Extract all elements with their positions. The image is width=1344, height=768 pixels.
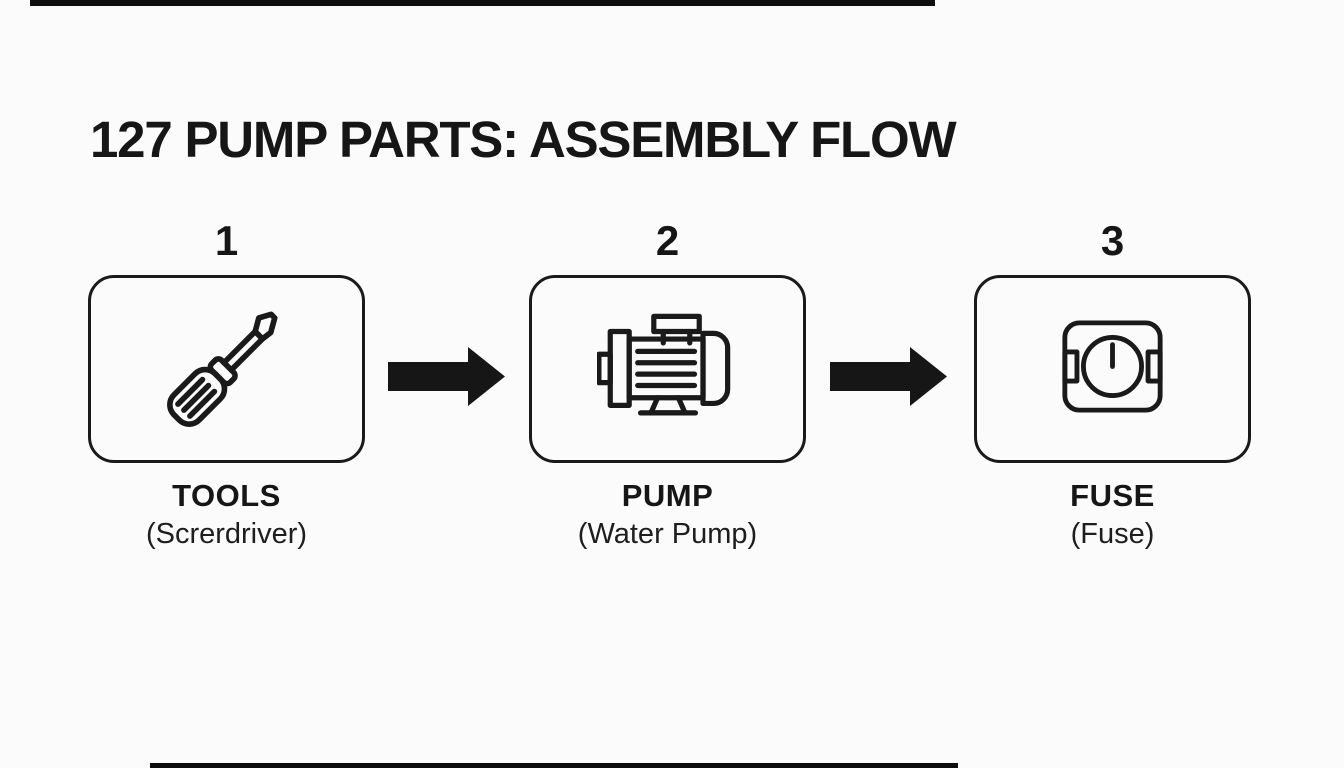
- bottom-edge-artifact: [150, 763, 958, 768]
- page-title: 127 PUMP PARTS: ASSEMBLY FLOW: [90, 111, 957, 168]
- step-number: 1: [214, 217, 239, 264]
- step-pump: 2: [529, 220, 806, 551]
- flow-arrow-2: [830, 345, 949, 413]
- step-sublabel: (Fuse): [1070, 518, 1155, 550]
- top-edge-artifact: [30, 0, 935, 6]
- step-fuse: 3 FUSE (Fuse): [974, 220, 1251, 551]
- step-label: PUMP: [621, 478, 714, 513]
- step-box-fuse: [974, 275, 1251, 463]
- step-box-tools: [88, 275, 365, 463]
- step-number: 2: [655, 217, 680, 264]
- screwdriver-icon: [152, 292, 302, 447]
- fuse-icon: [1060, 318, 1165, 420]
- step-tools: 1 TOOLS (Screrdriver): [88, 220, 365, 551]
- step-label: TOOLS: [172, 478, 281, 513]
- step-number: 3: [1100, 217, 1125, 264]
- water-pump-icon: [595, 312, 739, 427]
- step-box-pump: [529, 275, 806, 463]
- step-sublabel: (Screrdriver): [145, 518, 308, 550]
- step-label: FUSE: [1070, 478, 1155, 513]
- flow-arrow-1: [388, 345, 507, 413]
- step-sublabel: (Water Pump): [577, 518, 758, 550]
